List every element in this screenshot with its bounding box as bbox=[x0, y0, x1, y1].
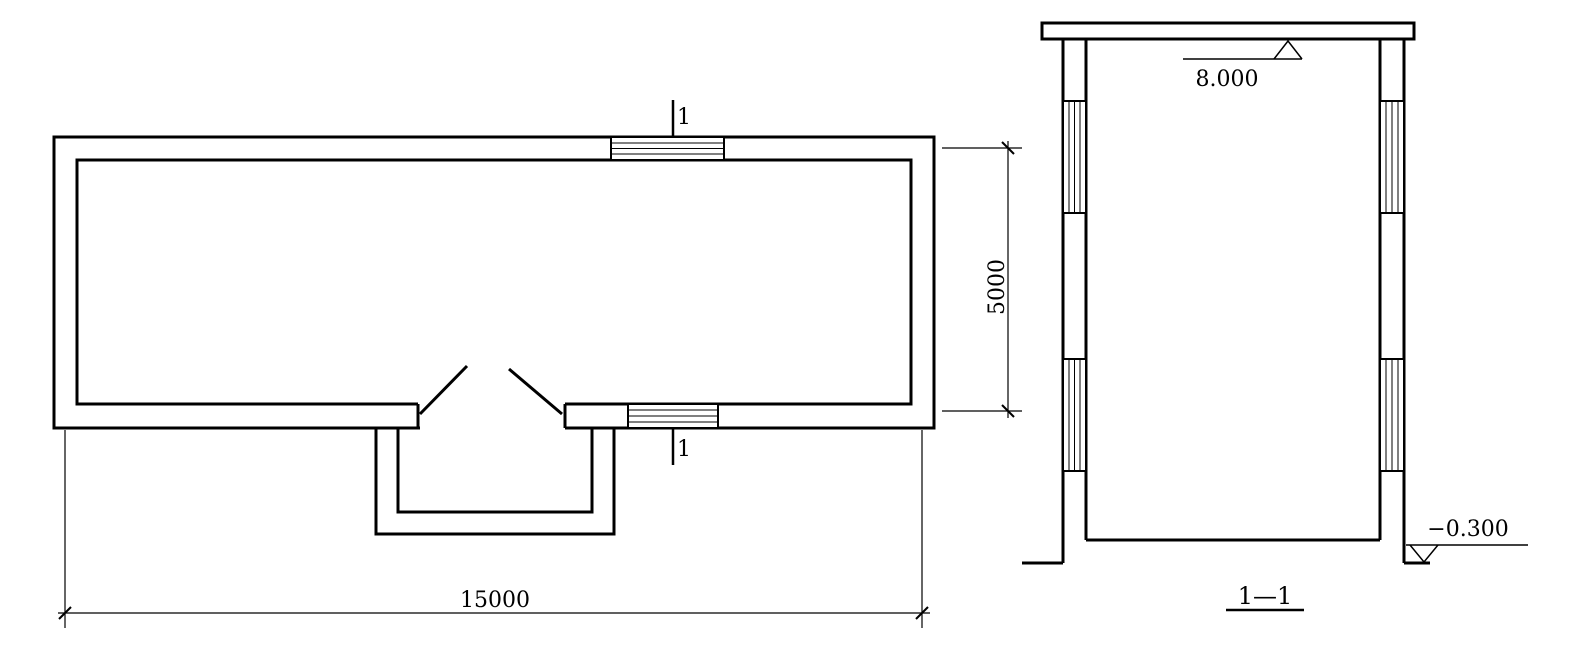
section-view bbox=[1022, 21, 1528, 612]
window-top bbox=[610, 136, 725, 161]
elevation-top-label: 8.000 bbox=[1196, 67, 1259, 92]
elevation-marker-bottom bbox=[1406, 544, 1528, 564]
floor-plan bbox=[52, 100, 1022, 628]
plan-outer-wall bbox=[52, 135, 936, 430]
porch-inner-wall bbox=[396, 428, 594, 514]
section-window-left-lower bbox=[1062, 358, 1087, 472]
elevation-marker-top bbox=[1183, 39, 1303, 60]
section-title: 1—1 bbox=[1238, 582, 1293, 610]
section-window-right-upper bbox=[1379, 100, 1405, 214]
section-mark-top: 1 bbox=[677, 105, 691, 130]
porch-outer-wall bbox=[374, 428, 616, 536]
door-leaf-right bbox=[508, 367, 563, 416]
dimension-height bbox=[942, 141, 1022, 418]
dimension-width-label: 15000 bbox=[460, 588, 530, 613]
plan-inner-wall bbox=[75, 158, 913, 406]
section-window-left-upper bbox=[1062, 100, 1087, 214]
section-mark-bottom: 1 bbox=[677, 437, 691, 462]
dimension-height-label: 5000 bbox=[985, 259, 1010, 315]
elevation-bottom-label: −0.300 bbox=[1427, 517, 1508, 542]
window-bottom bbox=[627, 403, 719, 429]
door-leaf-left bbox=[418, 364, 469, 416]
section-window-right-lower bbox=[1379, 358, 1405, 472]
roof-slab bbox=[1040, 21, 1416, 41]
dimension-width bbox=[58, 430, 930, 628]
